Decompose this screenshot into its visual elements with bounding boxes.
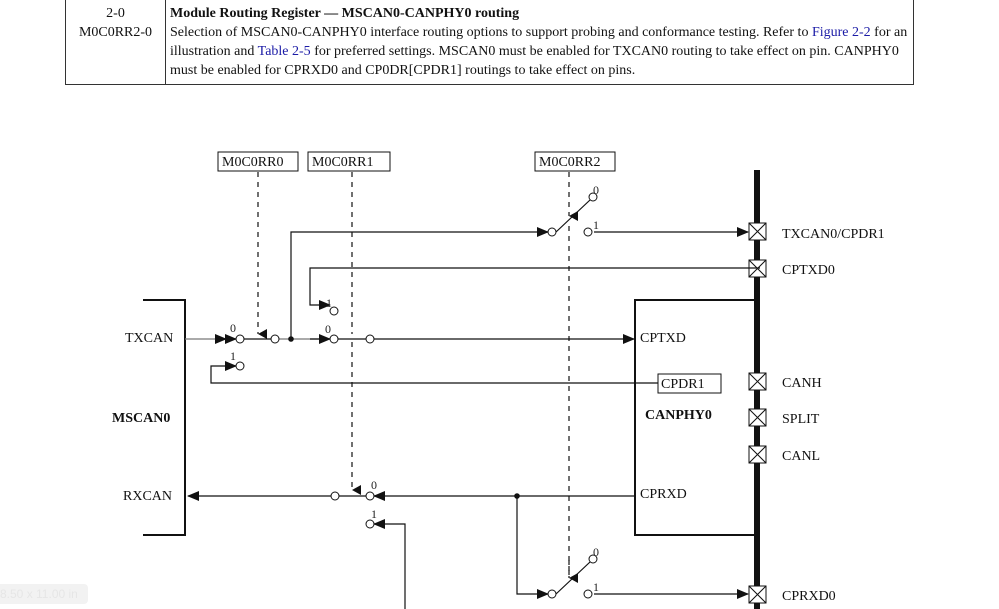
junction-dot: [514, 493, 520, 499]
switch-label-0: 0: [593, 183, 599, 197]
canphy0-label: CANPHY0: [645, 408, 712, 423]
switch-label-0: 0: [371, 478, 377, 492]
control-box-m0c0rr1: M0C0RR1: [307, 151, 391, 172]
register-description-cell: Module Routing Register — MSCAN0-CANPHY0…: [170, 4, 910, 80]
control-box-label: M0C0RR0: [222, 155, 283, 170]
contact: [329, 306, 339, 316]
contact: [583, 589, 593, 599]
cpdr1-label: CPDR1: [661, 377, 705, 392]
contact: [547, 589, 557, 599]
contact: [270, 334, 280, 344]
cprxd-label: CPRXD: [640, 487, 687, 502]
wire-to-cprxd0-switch: [516, 496, 549, 599]
contact: [365, 334, 375, 344]
wire-cpdr1-loop: [210, 361, 658, 384]
description-text-3: for preferred settings. MSCAN0 must be e…: [170, 44, 899, 78]
wire-to-m0c0rr2-switch: [290, 227, 549, 339]
control-box-label: M0C0RR1: [312, 155, 373, 170]
pin-cprxd0: CPRXD0: [748, 585, 836, 604]
switch-label-1: 1: [371, 507, 377, 521]
register-bits-cell: 2-0 M0C0RR2-0: [66, 0, 166, 84]
pin-label: CANH: [782, 376, 822, 391]
register-field-name: M0C0RR2-0: [78, 25, 153, 40]
control-box-label: M0C0RR2: [539, 155, 600, 170]
pin-label: CPRXD0: [782, 589, 836, 604]
switch-contacts: [235, 192, 598, 599]
contact: [330, 491, 340, 501]
control-lines: [257, 172, 578, 578]
contact: [235, 334, 245, 344]
switch-label-0: 0: [593, 545, 599, 559]
contact: [583, 227, 593, 237]
contact: [588, 192, 598, 202]
pin-canh: CANH: [748, 372, 822, 391]
control-box-m0c0rr2: M0C0RR2: [534, 151, 616, 172]
figure-link[interactable]: Figure 2-2: [811, 25, 871, 40]
table-link[interactable]: Table 2-5: [257, 44, 311, 59]
switch-label-1: 1: [593, 218, 599, 232]
pin-label: TXCAN0/CPDR1: [782, 227, 885, 242]
description-text-1: Selection of MSCAN0-CANPHY0 interface ro…: [170, 25, 812, 40]
canphy0-block: CANPHY0 CPTXD CPRXD CPDR1: [634, 299, 756, 536]
switch-label-1: 1: [230, 349, 236, 363]
contact: [365, 519, 375, 529]
switch-label-1: 1: [593, 580, 599, 594]
switch-label-0: 0: [325, 322, 331, 336]
wire-rx-input1: [373, 519, 406, 609]
pin-canl: CANL: [748, 445, 820, 464]
register-title: Module Routing Register — MSCAN0-CANPHY0…: [170, 6, 520, 21]
switch-lever-m0c0rr2-top: [555, 199, 591, 233]
txcan-label: TXCAN: [125, 331, 173, 346]
contact: [588, 554, 598, 564]
rxcan-label: RXCAN: [123, 489, 172, 504]
pin-label: CPTXD0: [782, 263, 835, 278]
switch-lever-m0c0rr2-bottom: [555, 561, 591, 595]
pin-label: CANL: [782, 449, 820, 464]
register-table: 2-0 M0C0RR2-0 Module Routing Register — …: [65, 0, 914, 85]
pin-label: SPLIT: [782, 412, 820, 427]
mscan0-block: MSCAN0 TXCAN RXCAN: [112, 299, 186, 536]
junction-dot: [288, 336, 294, 342]
junction-dots: [288, 336, 520, 499]
pin-txcan0-cpdr1: TXCAN0/CPDR1: [748, 222, 885, 242]
switch-label-1: 1: [326, 296, 332, 310]
contact: [547, 227, 557, 237]
pin-cptxd0: CPTXD0: [748, 259, 835, 278]
wire-cptxd0-feedback: [309, 267, 760, 310]
contact: [365, 491, 375, 501]
switch-label-0: 0: [230, 321, 236, 335]
contact: [235, 361, 245, 371]
signal-wires: [185, 199, 760, 609]
description-text-2: for an illustration and: [170, 25, 908, 59]
cptxd-label: CPTXD: [640, 331, 686, 346]
switch-position-labels: 0 1 0 1 0 1 0 1 0 1: [230, 183, 599, 594]
register-bits: 2-0: [106, 6, 125, 21]
control-box-m0c0rr0: M0C0RR0: [217, 151, 299, 172]
pin-split: SPLIT: [748, 408, 820, 427]
mscan0-label: MSCAN0: [112, 411, 170, 426]
contact: [329, 334, 339, 344]
page-size-badge: 8.50 x 11.00 in: [0, 584, 88, 604]
